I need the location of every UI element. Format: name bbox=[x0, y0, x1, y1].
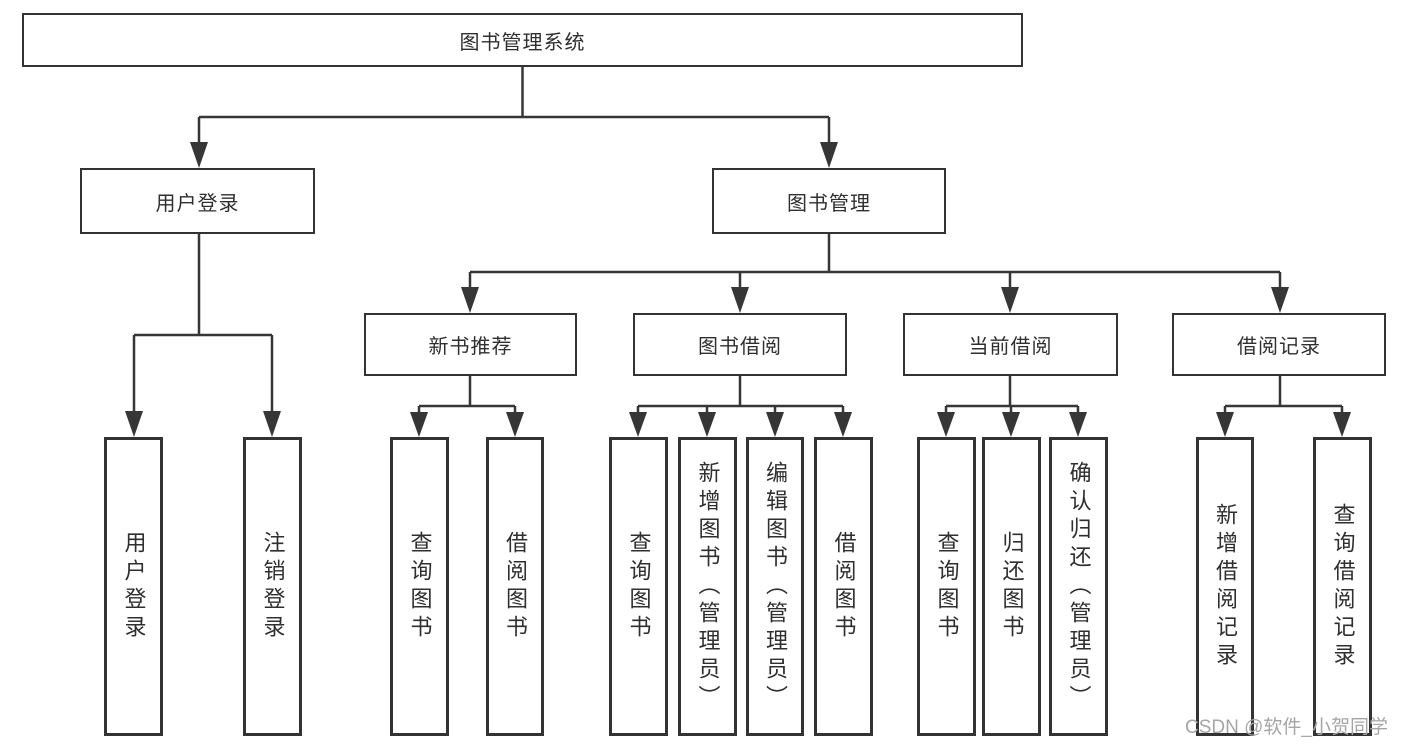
node-label: 当前借阅 bbox=[968, 336, 1053, 358]
node-label: 新书推荐 bbox=[428, 336, 513, 358]
connector-user-login-children bbox=[125, 234, 281, 437]
csdn-watermark: CSDN @软件_小贺同学 bbox=[1185, 717, 1388, 738]
leaf-borrowing-borrow-books: 借阅图书 bbox=[814, 437, 873, 736]
node-label: 图书管理 bbox=[787, 192, 871, 215]
node-label: 确认归还（管理员） bbox=[1066, 460, 1092, 713]
connector-book-mgmt-to-level3 bbox=[461, 234, 1289, 313]
node-label: 借阅图书 bbox=[831, 530, 857, 643]
connector-current-borrow-children bbox=[937, 376, 1087, 437]
connector-borrow-records-children bbox=[1216, 376, 1351, 437]
connector-root-to-level2 bbox=[190, 67, 838, 168]
leaf-borrowing-edit-books-admin: 编辑图书（管理员） bbox=[746, 437, 804, 736]
leaf-user-login: 用户登录 bbox=[104, 437, 163, 736]
leaf-recommend-borrow-books: 借阅图书 bbox=[486, 437, 544, 736]
node-new-book-recommendation: 新书推荐 bbox=[364, 313, 577, 376]
leaf-current-confirm-return-admin: 确认归还（管理员） bbox=[1049, 437, 1108, 736]
node-borrowing-records: 借阅记录 bbox=[1172, 313, 1386, 376]
node-label: 借阅图书 bbox=[503, 530, 528, 643]
node-current-borrowing: 当前借阅 bbox=[903, 313, 1118, 376]
node-label: 注销登录 bbox=[260, 530, 286, 643]
node-label: 查询图书 bbox=[934, 530, 960, 643]
leaf-current-return-books: 归还图书 bbox=[982, 437, 1041, 736]
node-label: 用户登录 bbox=[121, 530, 147, 643]
node-label: 查询图书 bbox=[626, 530, 652, 643]
node-label: 新增借阅记录 bbox=[1213, 502, 1238, 671]
node-label: 查询借阅记录 bbox=[1330, 502, 1356, 671]
leaf-current-query-books: 查询图书 bbox=[917, 437, 976, 736]
connector-book-borrow-children bbox=[629, 376, 852, 437]
node-book-management: 图书管理 bbox=[712, 168, 946, 234]
node-user-login: 用户登录 bbox=[80, 168, 315, 234]
node-label: 新增图书（管理员） bbox=[695, 460, 721, 713]
leaf-records-query-borrow-record: 查询借阅记录 bbox=[1313, 437, 1372, 736]
node-label: 编辑图书（管理员） bbox=[763, 460, 788, 713]
node-label: 归还图书 bbox=[999, 530, 1025, 643]
leaf-logout: 注销登录 bbox=[243, 437, 302, 736]
node-library-management-system: 图书管理系统 bbox=[22, 13, 1023, 67]
connector-new-book-rec-children bbox=[410, 376, 524, 437]
node-label: 图书借阅 bbox=[698, 336, 782, 358]
node-book-borrowing: 图书借阅 bbox=[633, 313, 847, 376]
leaf-recommend-query-books: 查询图书 bbox=[390, 437, 449, 736]
node-label: 查询图书 bbox=[407, 530, 433, 643]
node-label: 借阅记录 bbox=[1237, 336, 1321, 358]
node-label: 图书管理系统 bbox=[459, 31, 586, 54]
leaf-borrowing-add-books-admin: 新增图书（管理员） bbox=[678, 437, 737, 736]
leaf-records-add-borrow-record: 新增借阅记录 bbox=[1196, 437, 1254, 736]
leaf-borrowing-query-books: 查询图书 bbox=[609, 437, 668, 736]
node-label: 用户登录 bbox=[155, 192, 240, 215]
